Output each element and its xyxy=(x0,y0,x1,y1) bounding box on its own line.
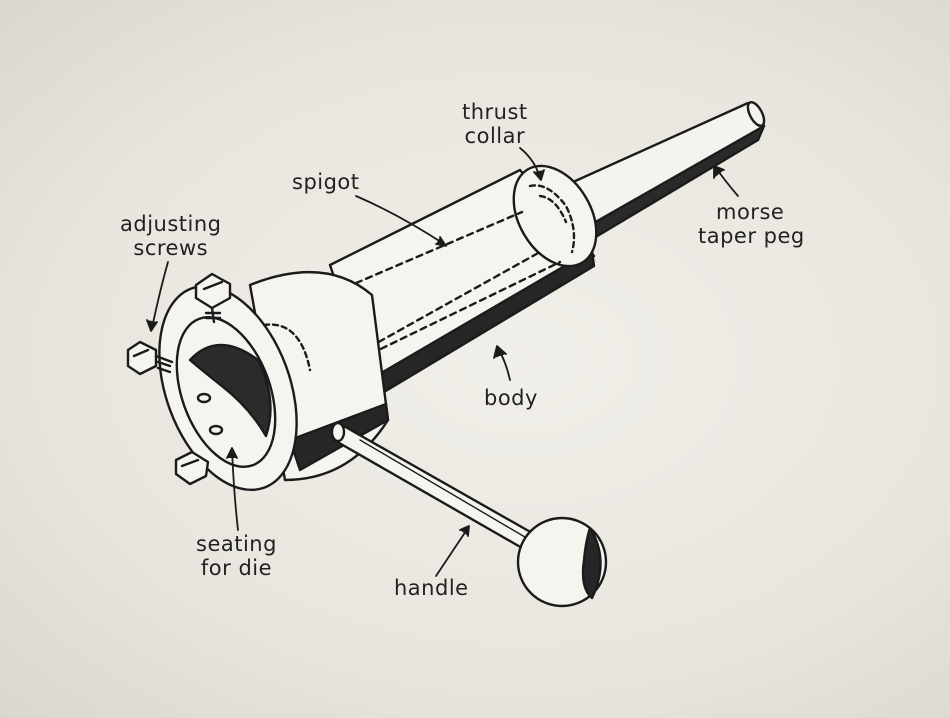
label-handle: handle xyxy=(394,576,469,600)
leader-arrows xyxy=(146,147,739,577)
front-collar xyxy=(158,270,390,492)
label-seating-for-die-line-1: seating xyxy=(196,532,277,556)
label-adjusting-screws: adjusting screws xyxy=(120,212,222,260)
label-adjusting-screws-line-2: screws xyxy=(133,236,209,260)
label-thrust-collar-line-1: thrust xyxy=(462,100,528,124)
label-morse-taper-peg-line-1: morse xyxy=(716,200,785,224)
adjusting-screws xyxy=(126,272,232,486)
label-morse-taper-peg: morse taper peg xyxy=(698,200,805,248)
label-adjusting-screws-line-1: adjusting xyxy=(120,212,222,236)
label-body: body xyxy=(484,386,538,410)
handle-rod xyxy=(330,421,608,608)
label-handle-text: handle xyxy=(394,576,469,600)
label-seating-for-die: seating for die xyxy=(196,532,277,580)
morse-taper-peg xyxy=(560,100,766,240)
label-thrust-collar: thrust collar xyxy=(462,100,528,148)
label-thrust-collar-line-2: collar xyxy=(464,124,526,148)
label-spigot-text: spigot xyxy=(292,170,360,194)
label-seating-for-die-line-2: for die xyxy=(200,556,273,580)
label-spigot: spigot xyxy=(292,170,360,194)
label-morse-taper-peg-line-2: taper peg xyxy=(698,224,805,248)
label-body-text: body xyxy=(484,386,538,410)
body-cylinder xyxy=(263,164,598,394)
